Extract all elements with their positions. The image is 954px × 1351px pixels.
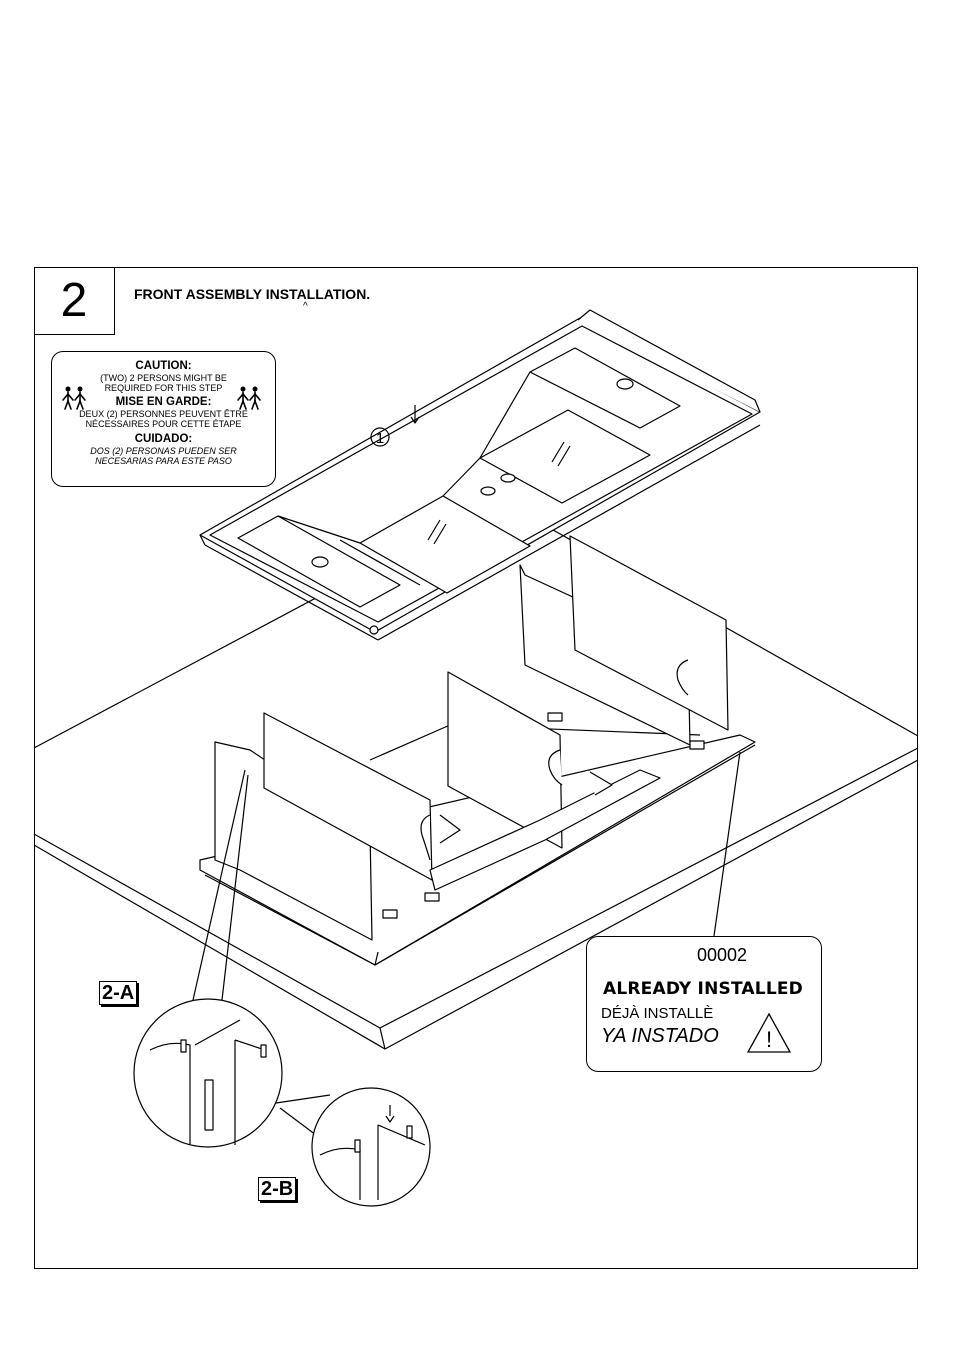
two-persons-icon bbox=[62, 386, 86, 410]
down-arrow-icon bbox=[410, 405, 420, 424]
caution-heading-fr: MISE EN GARDE: bbox=[115, 396, 212, 408]
step-frame bbox=[34, 267, 918, 1269]
detail-2a-zoom bbox=[133, 998, 283, 1148]
caution-text-fr-2: NÉCESSAIRES POUR CETTE ÉTAPE bbox=[85, 419, 242, 429]
caution-text-en-1: (TWO) 2 PERSONS MIGHT BE bbox=[100, 373, 227, 383]
step-title: FRONT ASSEMBLY INSTALLATION. bbox=[134, 286, 371, 302]
caution-heading-en: CAUTION: bbox=[135, 360, 192, 372]
caution-heading-es: CUIDADO: bbox=[134, 433, 193, 445]
caution-text-en-2: REQUIRED FOR THIS STEP bbox=[104, 383, 223, 393]
callout-number: 1 bbox=[376, 430, 384, 447]
detail-label-2a: 2-A bbox=[99, 981, 138, 1005]
step-number-box: 2 bbox=[34, 267, 115, 335]
already-installed-box: 00002 ALREADY INSTALLED DÉJÀ INSTALLÈ YA… bbox=[586, 936, 822, 1072]
installed-text-fr: DÉJÀ INSTALLÈ bbox=[601, 1005, 714, 1022]
warning-triangle-icon: ! bbox=[746, 1012, 792, 1053]
part-number: 00002 bbox=[697, 945, 748, 965]
caution-text-fr-1: DEUX (2) PERSONNES PEUVENT ÊTRE bbox=[79, 409, 248, 419]
cabinet-carcass bbox=[199, 535, 756, 966]
step-number: 2 bbox=[60, 273, 88, 327]
caution-text-es-2: NECESARIAS PARA ESTE PASO bbox=[95, 456, 232, 466]
caution-text-es-1: DOS (2) PERSONAS PUEDEN SER bbox=[90, 446, 237, 456]
step-title-mark: ^ bbox=[303, 301, 308, 312]
installed-text-en: ALREADY INSTALLED bbox=[603, 979, 803, 999]
leader-lines bbox=[192, 751, 741, 1136]
warning-glyph: ! bbox=[766, 1027, 772, 1052]
detail-2b-zoom bbox=[311, 1087, 431, 1207]
installed-text-es: YA INSTADO bbox=[601, 1025, 719, 1047]
two-persons-icon bbox=[237, 386, 261, 410]
caution-box: CAUTION: (TWO) 2 PERSONS MIGHT BE REQUIR… bbox=[51, 351, 276, 487]
front-assembly bbox=[199, 309, 761, 641]
callout-circle bbox=[370, 427, 390, 447]
detail-label-2b: 2-B bbox=[258, 1177, 297, 1201]
